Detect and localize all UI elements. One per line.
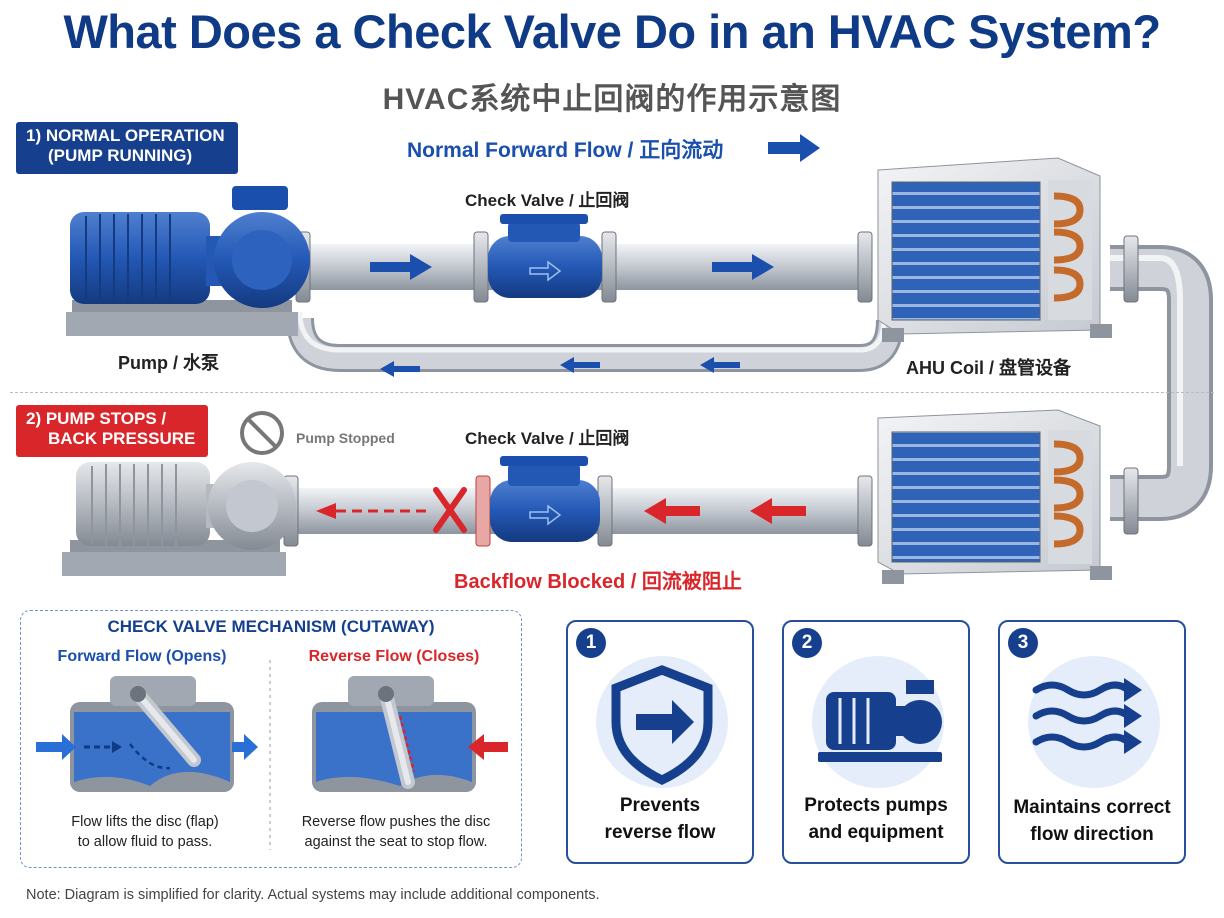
benefit-card-3 [998,620,1186,864]
check-valve-bottom [490,456,600,542]
return-pipe [286,311,904,372]
section1-line2: (PUMP RUNNING) [48,146,193,165]
forward-flow-arrows [370,134,820,280]
check-valve-top-label: Check Valve / 止回阀 [465,191,630,210]
benefit-1-line1: Prevents [619,795,701,816]
benefit-number-3: 3 [1008,628,1038,658]
mechanism-forward-line2: to allow fluid to pass. [77,834,213,850]
section-pump-stops: 2) PUMP STOPS / BACK PRESSURE [16,405,208,457]
backflow-arrows [316,498,806,524]
page-subtitle: HVAC系统中止回阀的作用示意图 [382,83,842,116]
benefit-text-2: Protects pumps and equipment [782,792,970,846]
section2-line2: BACK PRESSURE [48,429,196,448]
pump-top [66,186,310,336]
mechanism-reverse-text: Reverse flow pushes the disc against the… [278,812,514,852]
page-title: What Does a Check Valve Do in an HVAC Sy… [63,5,1161,58]
cutaway-forward [36,676,258,792]
benefit-number-1: 1 [576,628,606,658]
return-flow-arrows [380,357,740,377]
ahu-coil-top [877,157,1112,342]
mechanism-forward-title: Forward Flow (Opens) [57,648,227,665]
mechanism-reverse-title: Reverse Flow (Closes) [308,648,480,665]
mechanism-title: CHECK VALVE MECHANISM (CUTAWAY) [107,617,435,636]
cutaway-reverse [312,676,508,792]
valve-seat-flange [475,475,491,547]
benefit-text-3: Maintains correct flow direction [998,794,1186,848]
flow-waves-icon [1032,678,1142,754]
mechanism-forward-line1: Flow lifts the disc (flap) [71,814,219,830]
benefit-card-1 [566,620,754,864]
ahu-coil-bottom [877,409,1112,584]
backflow-blocked-label: Backflow Blocked / 回流被阻止 [454,571,742,593]
section-divider [10,392,1214,393]
benefit-2-line2: and equipment [808,822,944,843]
ahu-coil-label: AHU Coil / 盘管设备 [906,358,1071,378]
pump-bottom-stopped [62,462,296,576]
mechanism-panel [20,610,522,868]
mechanism-reverse-line2: against the seat to stop flow. [304,834,488,850]
footnote: Note: Diagram is simplified for clarity.… [26,887,600,903]
benefit-1-line2: reverse flow [604,822,716,843]
benefit-text-1: Prevents reverse flow [566,792,754,846]
section-normal-operation: 1) NORMAL OPERATION (PUMP RUNNING) [16,122,238,174]
no-entry-icon [240,411,284,455]
check-valve-top [488,214,602,298]
pump-icon [818,680,942,762]
forward-flow-label: Normal Forward Flow / 正向流动 [407,139,724,162]
section1-line1: 1) NORMAL OPERATION [26,126,225,145]
riser-pipe [1110,235,1213,535]
blocked-x-icon [433,487,467,533]
pump-stopped-label: Pump Stopped [296,430,395,446]
benefit-3-line1: Maintains correct [1013,797,1171,818]
benefit-number-2: 2 [792,628,822,658]
benefit-card-2 [782,620,970,864]
check-valve-bottom-label: Check Valve / 止回阀 [465,429,630,448]
mechanism-forward-text: Flow lifts the disc (flap) to allow flui… [30,812,260,852]
shield-arrow-icon [611,665,713,785]
benefit-3-line2: flow direction [1030,824,1154,845]
section2-line1: 2) PUMP STOPS / [26,409,167,428]
pump-label: Pump / 水泵 [118,353,220,373]
mechanism-reverse-line1: Reverse flow pushes the disc [301,814,491,830]
benefit-2-line1: Protects pumps [804,795,948,816]
